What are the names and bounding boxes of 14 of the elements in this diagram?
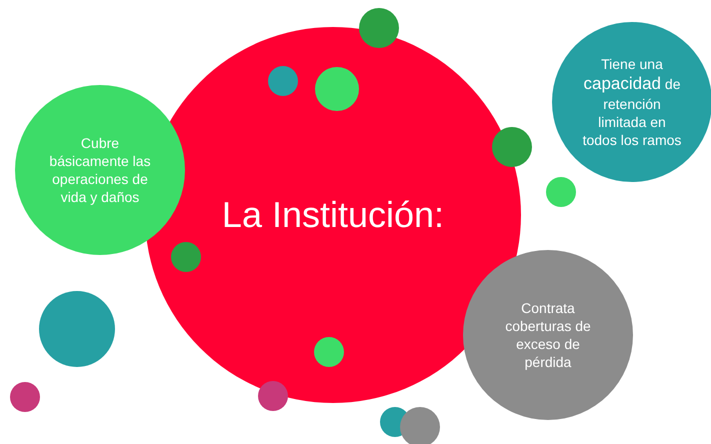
bubble bbox=[268, 66, 298, 96]
bubble bbox=[546, 177, 576, 207]
bubble bbox=[171, 242, 201, 272]
bubble bbox=[314, 337, 344, 367]
bubble-text: Tiene una capacidad de retención limitada en todos los ramos bbox=[582, 54, 682, 150]
bubble bbox=[359, 8, 399, 48]
heading-text: La Institución: bbox=[222, 192, 444, 237]
bubble bbox=[315, 67, 359, 111]
bubble-text: Cubre básicamente las operaciones de vida y daños bbox=[48, 134, 152, 206]
bubble bbox=[400, 407, 440, 444]
bubble bbox=[10, 382, 40, 412]
bubble bbox=[258, 381, 288, 411]
bubble bbox=[492, 127, 532, 167]
bubble-text: Contrata coberturas de exceso de pérdida bbox=[504, 298, 592, 372]
